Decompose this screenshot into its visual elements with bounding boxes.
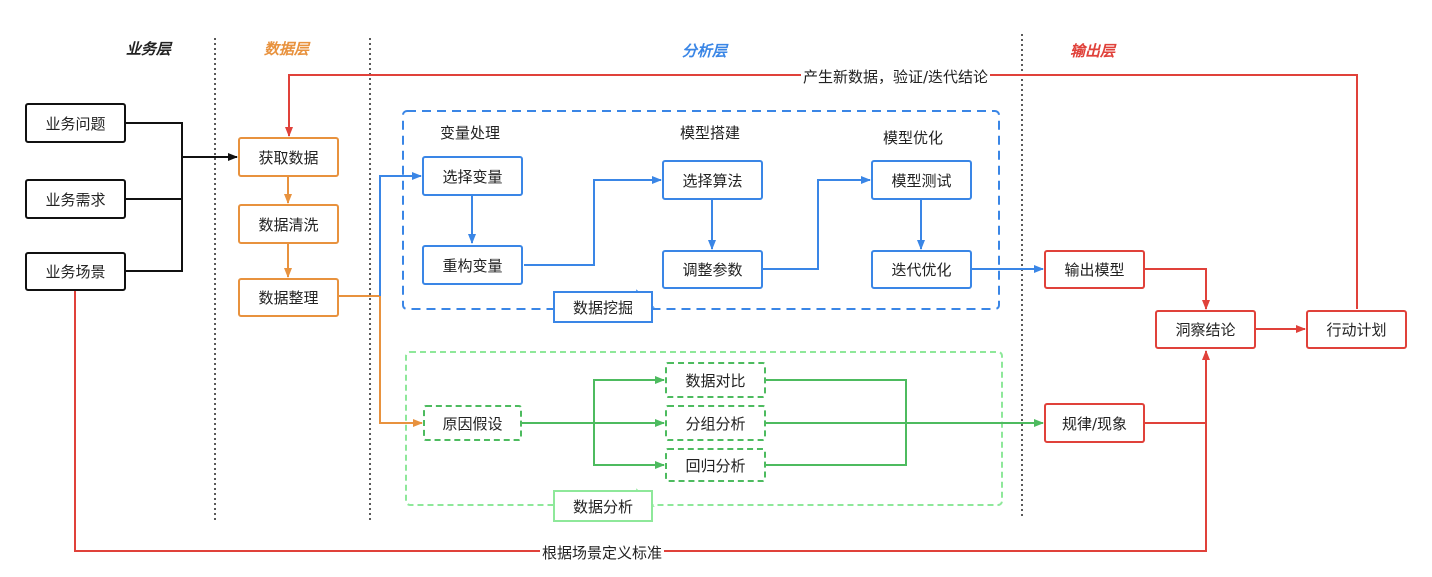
node-hypothesis: 原因假设 xyxy=(423,405,522,441)
node-model-test: 模型测试 xyxy=(871,160,972,200)
mining-model-title: 模型搭建 xyxy=(680,124,741,142)
standard-label: 根据场景定义标准 xyxy=(540,542,665,563)
edge-arrange-hyp xyxy=(339,295,423,427)
edge-model-insight xyxy=(1145,268,1210,310)
node-get-data: 获取数据 xyxy=(238,137,339,177)
feedback-label: 产生新数据，验证/迭代结论 xyxy=(801,66,991,87)
node-rebuild-var: 重构变量 xyxy=(422,245,523,285)
edge-arrange-select xyxy=(379,172,422,296)
analysis-group xyxy=(405,351,1003,506)
node-select-var: 选择变量 xyxy=(422,156,523,196)
mining-tag: 数据挖掘 xyxy=(553,291,653,323)
edge-question xyxy=(126,122,183,157)
node-business-question: 业务问题 xyxy=(25,103,126,143)
node-business-need: 业务需求 xyxy=(25,179,126,219)
edge-scene xyxy=(126,157,183,272)
mining-var-title: 变量处理 xyxy=(440,124,501,142)
layer-output-title: 输出层 xyxy=(1070,42,1116,60)
edge-pattern-insight xyxy=(1145,350,1210,424)
layer-data-title: 数据层 xyxy=(264,40,310,58)
node-regression: 回归分析 xyxy=(665,448,766,482)
node-compare: 数据对比 xyxy=(665,362,766,398)
node-select-algo: 选择算法 xyxy=(662,160,763,200)
node-business-scene: 业务场景 xyxy=(25,252,126,291)
node-iterate-opt: 迭代优化 xyxy=(871,250,972,289)
node-arrange-data: 数据整理 xyxy=(238,278,339,317)
analysis-tag: 数据分析 xyxy=(553,490,653,522)
node-insight: 洞察结论 xyxy=(1155,310,1256,349)
mining-group xyxy=(402,110,1000,310)
node-action-plan: 行动计划 xyxy=(1306,310,1407,349)
layer-analysis-title: 分析层 xyxy=(682,42,728,60)
edge-rebuild-algo xyxy=(524,176,662,266)
node-output-model: 输出模型 xyxy=(1044,250,1145,289)
node-group: 分组分析 xyxy=(665,405,766,441)
mining-opt-title: 模型优化 xyxy=(883,129,944,147)
edge-tune-test xyxy=(763,176,871,270)
edge-hyp-regression xyxy=(593,423,665,469)
node-tune-param: 调整参数 xyxy=(662,250,763,289)
edge-hyp-compare xyxy=(522,376,665,424)
node-clean-data: 数据清洗 xyxy=(238,204,339,244)
node-pattern: 规律/现象 xyxy=(1044,403,1145,443)
layer-business-title: 业务层 xyxy=(126,40,172,58)
